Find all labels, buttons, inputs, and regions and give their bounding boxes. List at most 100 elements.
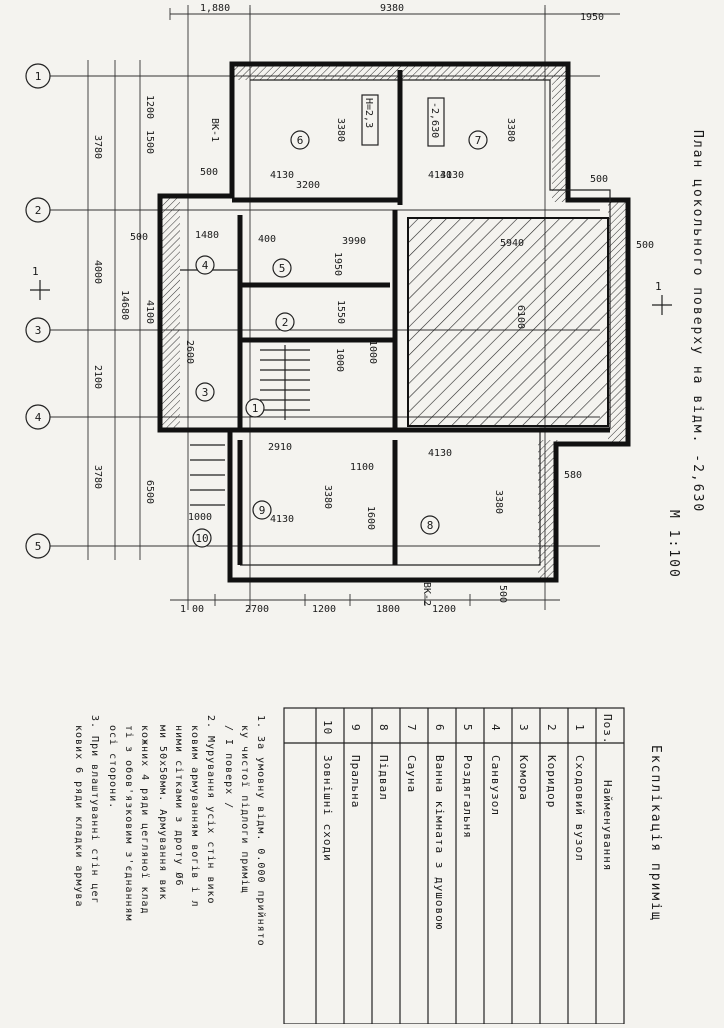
plan-scale: М 1:100 <box>666 510 681 579</box>
dim-text: 1550 <box>335 300 346 324</box>
axis-bubbles: 1 2 3 4 5 <box>25 63 51 559</box>
axis-label: 2 <box>35 204 42 217</box>
dim-text: 6500 <box>144 480 155 504</box>
dim-text: 500 <box>636 240 654 251</box>
top-dimensions: 1,880 9380 1950 <box>169 3 620 23</box>
dim-text: 500 <box>497 585 508 603</box>
dim-text: 4130 <box>428 170 452 181</box>
note-line: ку чистої підлоги приміщ <box>239 725 251 894</box>
axis-lines <box>50 5 600 610</box>
inner-walls <box>180 70 610 565</box>
plan-labels: ВК-1 ВК-2 H=2,3 -2,630 5940 6100 500 500… <box>130 94 654 606</box>
dim-text: 1800 <box>376 604 400 615</box>
axis-label: 4 <box>35 411 42 424</box>
room-number: 10 <box>195 532 208 545</box>
drawing-title: План цокольного поверху на відм. -2,630 … <box>666 130 705 579</box>
dim-text: 500 <box>130 232 148 243</box>
dim-text: 500 <box>590 174 608 185</box>
row-name: Сходовий вузол <box>573 755 586 862</box>
dim-text: 1200 <box>432 604 456 615</box>
row-name: Сауна <box>405 755 418 793</box>
row-name: Санвузол <box>489 755 502 816</box>
hatched-area <box>407 217 609 427</box>
axis-label: 1 <box>35 70 42 83</box>
note-line: ми 50х50мм. Армування вик <box>157 725 168 901</box>
room-number: 7 <box>475 134 482 147</box>
dim-text: 3380 <box>335 118 346 142</box>
riser-label: ВК-1 <box>209 118 220 142</box>
dim-text: 1000 <box>334 348 345 372</box>
note-line: 2. Мурування усіх стін вико <box>205 715 217 905</box>
explication-table: Експлікація приміщ Поз. Найменування 1 С… <box>283 707 663 1025</box>
note-line: / І поверх / <box>223 725 234 809</box>
bottom-dimensions: 1 00 2700 1200 1800 1200 <box>170 594 560 615</box>
section-label: 1 <box>655 280 662 293</box>
stair-flight <box>190 345 310 506</box>
dim-text: 4130 <box>270 170 294 181</box>
note-line: кових 6 ряди кладки армува <box>73 725 84 908</box>
row-name: Роздягальня <box>461 755 474 839</box>
row-pos: 9 <box>349 724 362 732</box>
room-number: 6 <box>297 134 304 147</box>
dim-text: 2100 <box>92 365 103 389</box>
axis-label: 3 <box>35 324 42 337</box>
row-pos: 6 <box>433 724 446 732</box>
dim-text: 1 00 <box>180 604 204 615</box>
dim-text: 400 <box>258 234 276 245</box>
axis-label: 5 <box>35 540 42 553</box>
col-header-pos: Поз. <box>601 714 614 745</box>
dim-text: 1480 <box>195 230 219 241</box>
row-pos: 5 <box>461 724 474 732</box>
dim-text: 3990 <box>342 236 366 247</box>
dim-text: 1000 <box>367 340 378 364</box>
room-number: 3 <box>202 386 209 399</box>
room-number: 5 <box>279 262 286 275</box>
dim-text: 1000 <box>188 512 212 523</box>
height-mark: H=2,3 <box>363 98 374 128</box>
dim-text: 1950 <box>580 12 604 23</box>
note-line: ковим армуванням вогів і л <box>189 725 201 908</box>
room-number: 8 <box>427 519 434 532</box>
note-line: осі сторони. <box>107 725 119 809</box>
dim-text: 9380 <box>380 3 404 14</box>
general-notes: 1. За умовну відм. 0.000 прийнято ку чис… <box>73 715 267 947</box>
explication-title: Експлікація приміщ <box>648 745 663 922</box>
row-pos: 1 <box>573 724 586 732</box>
row-name: Комора <box>517 755 530 801</box>
section-mark: 1 1 <box>30 265 672 315</box>
dim-text: 3780 <box>92 135 103 159</box>
dim-text: 2700 <box>245 604 269 615</box>
row-name: Зовнішні сходи <box>321 755 334 862</box>
dim-text: 2600 <box>184 340 195 364</box>
note-line: ними сітками з дроту Ø6 <box>173 725 185 886</box>
row-pos: 4 <box>489 724 502 732</box>
dim-text: 3780 <box>92 465 103 489</box>
room-number: 9 <box>259 504 266 517</box>
dim-text: 500 <box>200 167 218 178</box>
row-name: Підвал <box>377 755 390 801</box>
left-dimensions: 1200 1500 3780 4000 2100 3780 14680 4100… <box>87 60 155 560</box>
dim-text: 3200 <box>296 180 320 191</box>
row-pos: 3 <box>517 724 530 732</box>
dim-text: 2910 <box>268 442 292 453</box>
row-pos: 8 <box>377 724 390 732</box>
row-pos: 10 <box>321 720 334 735</box>
dim-text: 1600 <box>365 506 376 530</box>
dim-text: 4130 <box>440 170 464 181</box>
dim-text: 4130 <box>428 448 452 459</box>
dim-text: 1200 <box>144 95 155 119</box>
dim-text: 4100 <box>144 300 155 324</box>
section-label: 1 <box>32 265 39 278</box>
room-number: 2 <box>282 316 289 329</box>
row-name: Коридор <box>545 755 558 808</box>
room-numbers: 6 7 5 4 2 3 1 9 8 10 <box>192 130 488 548</box>
col-header-name: Найменування <box>601 780 614 871</box>
riser-label: ВК-2 <box>421 582 432 606</box>
room-number: 4 <box>202 259 209 272</box>
dim-text: 3380 <box>322 485 333 509</box>
room-dimensions: 3380 4130 3380 4130 1950 3990 1480 1550 … <box>184 118 516 525</box>
dim-text: 1200 <box>312 604 336 615</box>
row-pos: 7 <box>405 724 418 732</box>
